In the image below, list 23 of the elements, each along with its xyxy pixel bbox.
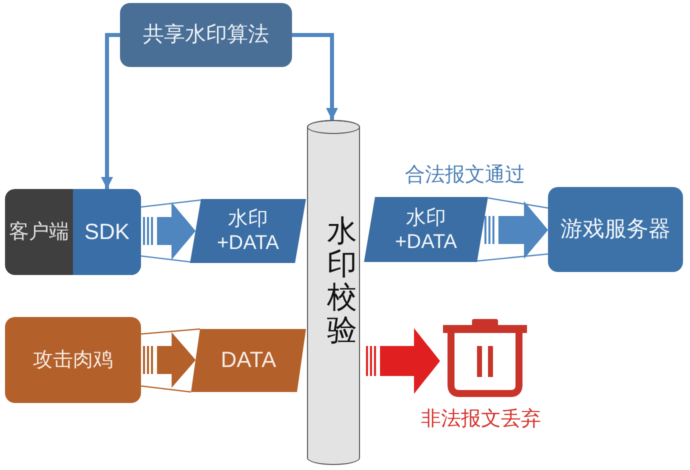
node-text: 水印校验: [327, 215, 357, 347]
trash-can-icon: [440, 319, 530, 397]
cylinder: [307, 120, 360, 465]
node-text: 水印 +DATA: [216, 207, 280, 255]
server-box: [548, 187, 683, 272]
data-parallelogram: [364, 197, 488, 262]
node-text: 游戏服务器: [560, 216, 670, 243]
process-box: [120, 3, 292, 67]
node-text: DATA: [220, 347, 276, 374]
data-parallelogram: [191, 329, 306, 392]
data-parallelogram: [190, 199, 306, 263]
client-box: [5, 189, 141, 275]
attacker-box: [5, 317, 141, 403]
block-arrow: [366, 328, 440, 394]
sdk-box: [73, 189, 141, 275]
node-text: 客户端: [9, 220, 69, 244]
node-text: 共享水印算法: [143, 22, 269, 48]
node-text: SDK: [84, 218, 130, 246]
arrow: [292, 33, 338, 120]
node-text: 攻击肉鸡: [33, 348, 113, 372]
node-text: 水印 +DATA: [394, 206, 458, 254]
node-caption: 非法报文丢弃: [420, 407, 542, 431]
arrow: [101, 33, 120, 189]
